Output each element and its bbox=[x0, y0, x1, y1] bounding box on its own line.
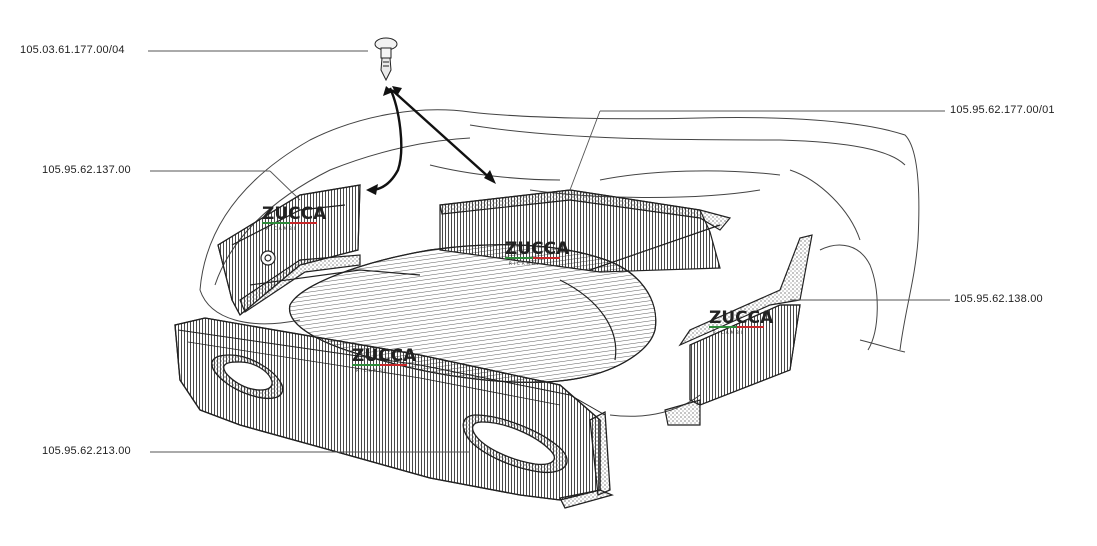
part-label-trunk-mat: 105.95.62.177.00/01 bbox=[950, 104, 1055, 116]
part-label-right-side-panel: 105.95.62.138.00 bbox=[954, 293, 1043, 305]
right-side-panel-part bbox=[664, 234, 813, 426]
clip-arrow-top-left bbox=[383, 86, 393, 96]
watermark-1: ZUCCA RICAMBI bbox=[262, 204, 327, 231]
part-label-clip: 105.03.61.177.00/04 bbox=[20, 44, 125, 56]
watermark-brand-text: ZUCCA bbox=[505, 239, 570, 259]
watermark-2: ZUCCA RICAMBI bbox=[505, 239, 570, 266]
clip-arrow-head-left bbox=[366, 184, 378, 195]
clip-arrow-head-right bbox=[484, 170, 496, 184]
watermark-sub-text: RICAMBI bbox=[509, 261, 540, 266]
watermark-3: ZUCCA RICAMBI bbox=[709, 308, 774, 335]
watermark-sub-text: RICAMBI bbox=[266, 226, 297, 231]
left-side-panel-part bbox=[217, 184, 361, 316]
watermark-brand-text: ZUCCA bbox=[709, 308, 774, 328]
leader-lines bbox=[148, 50, 950, 453]
clip-arrows bbox=[369, 87, 493, 192]
clip-arrow-top-right bbox=[392, 86, 402, 96]
part-label-rear-panel: 105.95.62.213.00 bbox=[42, 445, 131, 457]
rear-panel-part bbox=[174, 317, 614, 509]
watermark-brand-text: ZUCCA bbox=[352, 346, 417, 366]
watermark-brand-text: ZUCCA bbox=[262, 204, 327, 224]
watermark-sub-text: RICAMBI bbox=[356, 368, 387, 373]
watermark-sub-text: RICAMBI bbox=[713, 330, 744, 335]
part-label-left-side-panel: 105.95.62.137.00 bbox=[42, 164, 131, 176]
watermark-4: ZUCCA RICAMBI bbox=[352, 346, 417, 373]
clip-fastener bbox=[374, 37, 398, 82]
